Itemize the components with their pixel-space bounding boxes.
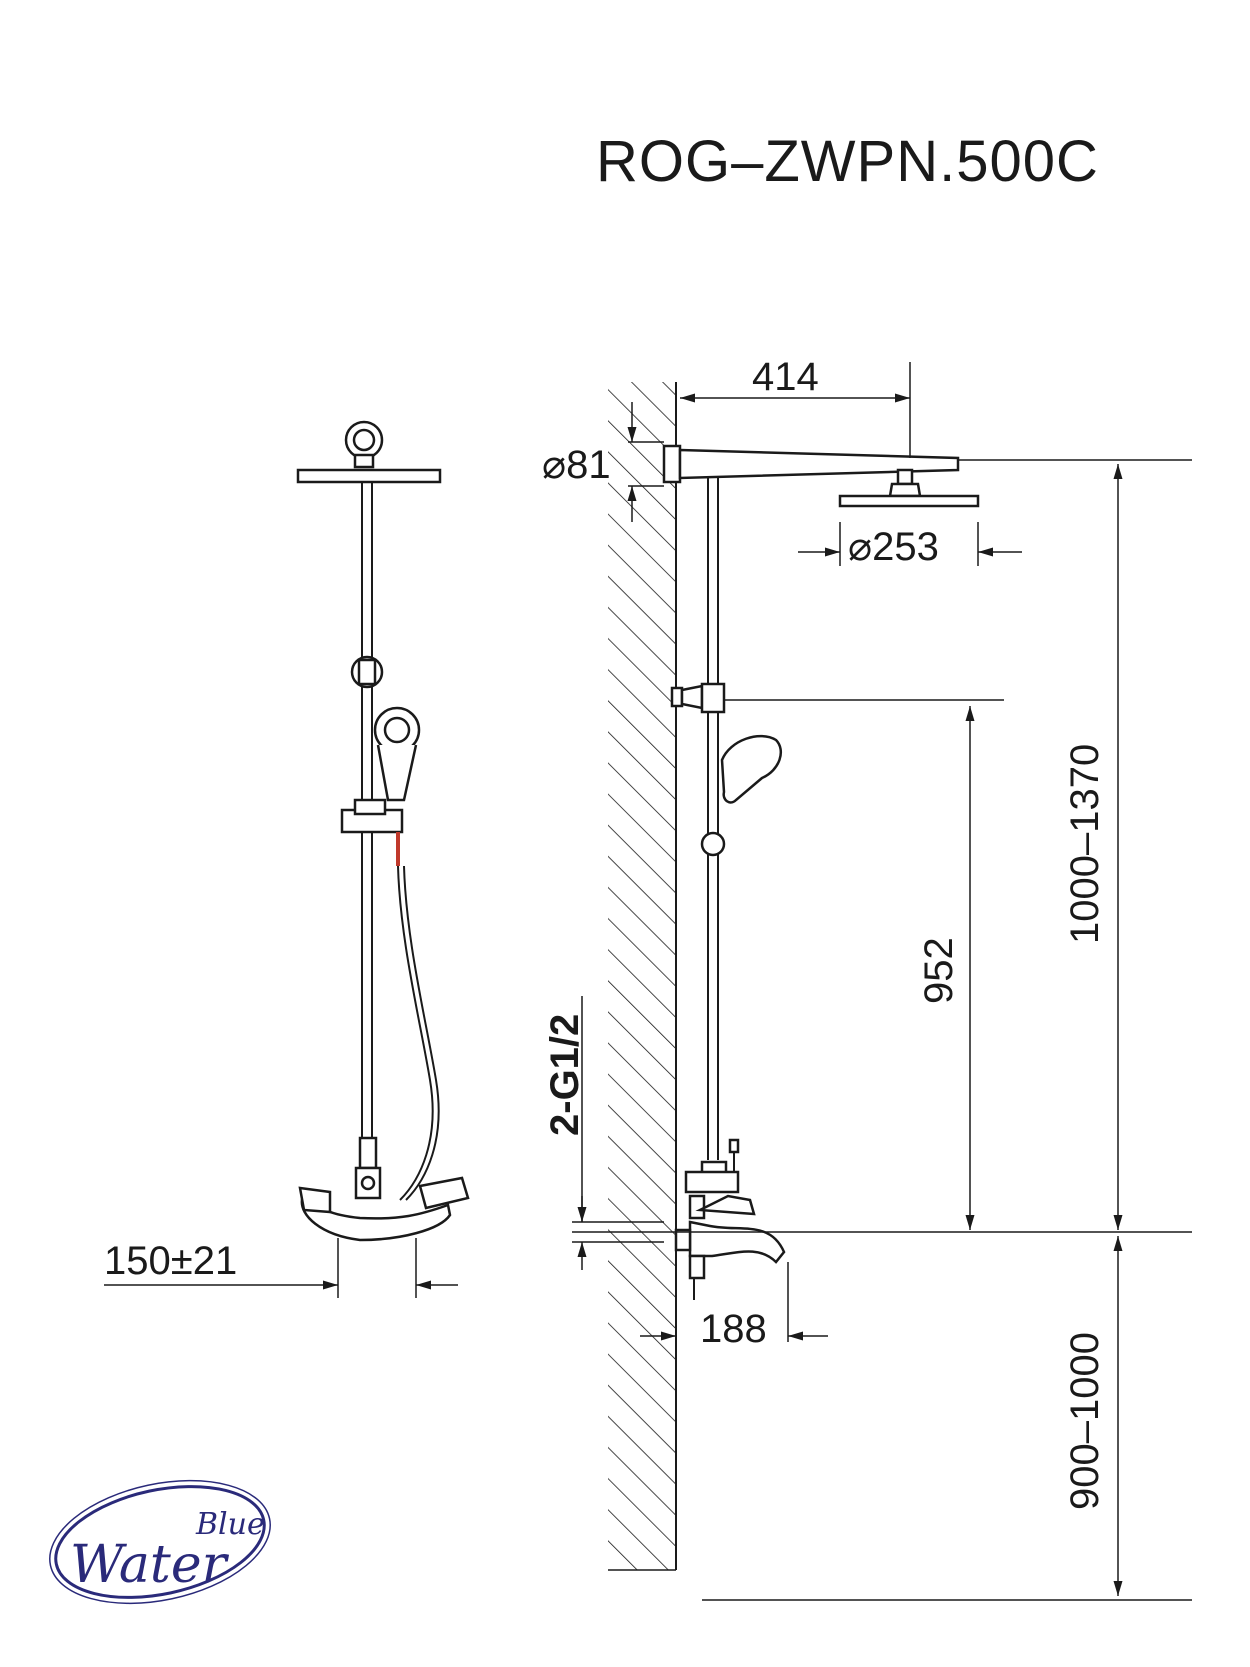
total-height-label: 1000–1370 bbox=[1063, 744, 1107, 944]
flange-diameter-label: ⌀81 bbox=[542, 443, 611, 487]
inlet-thread-label: 2-G1/2 bbox=[543, 1014, 587, 1136]
center-distance-label: 150±21 bbox=[104, 1239, 237, 1283]
arm-length-label: 414 bbox=[752, 355, 819, 399]
shower-arm bbox=[678, 448, 960, 480]
wall-hatch bbox=[608, 382, 676, 1570]
side-upper-bracket bbox=[700, 682, 726, 714]
front-hose bbox=[397, 865, 434, 1201]
mixer-height-label: 900–1000 bbox=[1063, 1332, 1107, 1510]
logo-text-water: Water bbox=[70, 1535, 230, 1595]
front-view: 150±21 bbox=[104, 420, 470, 1298]
side-mixer-body bbox=[684, 1170, 740, 1194]
head-diameter-label: ⌀253 bbox=[848, 525, 939, 569]
holder-height-label: 952 bbox=[917, 937, 961, 1004]
side-view: ⌀81 414 ⌀253 952 1000–1370 900– bbox=[542, 355, 1192, 1601]
front-shower-head bbox=[296, 468, 442, 484]
blue-water-logo: Blue Water bbox=[49, 1479, 271, 1605]
model-title: ROG–ZWPN.500C bbox=[596, 129, 1099, 194]
side-shower-head bbox=[838, 494, 980, 508]
arm-wall-flange bbox=[662, 444, 682, 484]
side-hand-shower bbox=[720, 734, 782, 804]
spout-length-label: 188 bbox=[700, 1307, 767, 1351]
front-mixer-body bbox=[300, 1196, 452, 1242]
logo-text-blue: Blue bbox=[195, 1507, 265, 1542]
